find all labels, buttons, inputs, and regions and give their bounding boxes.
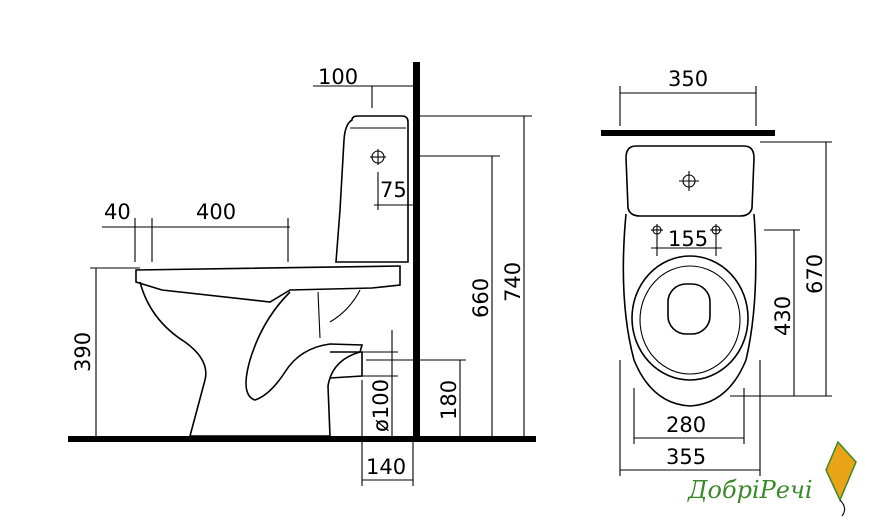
side-view: 100 40 400 75 390 660 740 180 ø100 140 bbox=[68, 62, 536, 486]
tank-outline bbox=[625, 145, 755, 217]
top-view: 350 155 430 670 280 355 bbox=[601, 67, 832, 476]
inlet-symbol-icon bbox=[679, 171, 699, 191]
seat-ring bbox=[631, 255, 749, 381]
floor-line bbox=[68, 436, 536, 442]
dim-mount-depth: 430 bbox=[771, 296, 795, 336]
bowl-outline bbox=[139, 281, 364, 437]
seat-outline bbox=[135, 265, 401, 303]
cistern-outline bbox=[335, 115, 409, 263]
dim-outlet-depth: 140 bbox=[366, 455, 406, 479]
top-dimension-lines bbox=[619, 86, 832, 476]
dim-rim-overhang: 40 bbox=[104, 200, 131, 224]
side-dimension-lines bbox=[90, 85, 532, 486]
inlet-symbol-icon bbox=[370, 149, 386, 165]
wall-line bbox=[413, 62, 420, 440]
dim-inlet-height: 660 bbox=[469, 278, 493, 318]
brand-logo: ДобріРечі bbox=[687, 440, 857, 517]
dim-total-height: 740 bbox=[501, 262, 525, 302]
dim-tank-width: 350 bbox=[668, 67, 708, 91]
dim-outlet-diameter: ø100 bbox=[369, 379, 393, 432]
dim-cistern-offset: 100 bbox=[318, 65, 358, 89]
dim-bowl-length: 400 bbox=[196, 200, 236, 224]
kite-icon bbox=[825, 440, 857, 502]
dim-outlet-height: 180 bbox=[437, 380, 461, 420]
bowl-top-outline bbox=[622, 213, 757, 407]
dim-seat-height: 390 bbox=[71, 332, 95, 372]
dim-inlet-offset: 75 bbox=[380, 178, 407, 202]
dim-total-depth: 670 bbox=[803, 254, 827, 294]
dim-total-width: 355 bbox=[666, 445, 706, 469]
top-wall-line bbox=[601, 130, 775, 136]
dim-mount-spacing: 155 bbox=[668, 227, 708, 251]
logo-text: ДобріРечі bbox=[687, 476, 813, 504]
bowl-opening bbox=[667, 283, 711, 335]
dim-foot-width: 280 bbox=[666, 413, 706, 437]
